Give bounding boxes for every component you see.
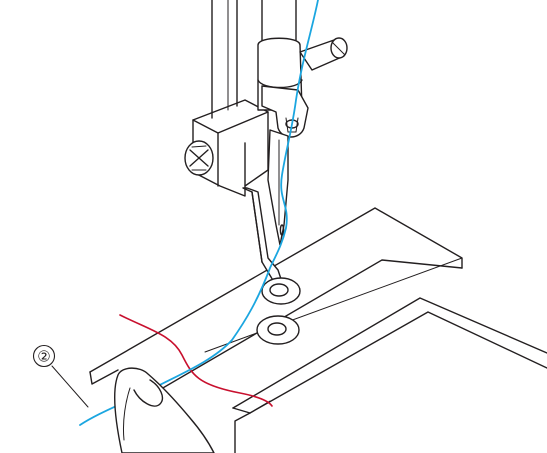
presser-foot-holder bbox=[192, 99, 269, 197]
thumb-screw bbox=[184, 140, 214, 176]
needle-hole bbox=[261, 277, 301, 305]
lower-thread bbox=[119, 314, 273, 407]
hand-fingertip bbox=[114, 367, 215, 453]
needle-clamp-screw bbox=[299, 37, 348, 71]
needle bbox=[267, 129, 289, 246]
presser-foot bbox=[242, 187, 283, 283]
bobbin-cover bbox=[232, 297, 547, 453]
callout-2: ② bbox=[32, 344, 89, 408]
plate-hole bbox=[256, 315, 300, 345]
callout-2-label: ② bbox=[37, 348, 50, 366]
presser-bar bbox=[211, 0, 238, 119]
needle-plate bbox=[89, 207, 463, 414]
